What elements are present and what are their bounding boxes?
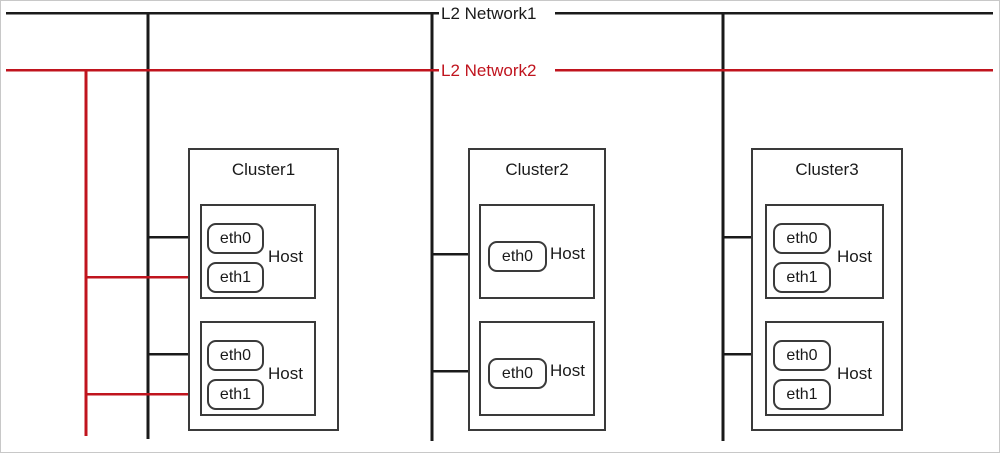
nic-port-cluster2-host2-eth0[interactable]: eth0: [488, 358, 547, 389]
nic-port-cluster3-host2-eth0[interactable]: eth0: [773, 340, 831, 371]
host-box-cluster3-host2[interactable]: Host eth0 eth1: [765, 321, 884, 416]
nic-port-cluster1-host2-eth0[interactable]: eth0: [207, 340, 264, 371]
nic-port-cluster3-host2-eth1[interactable]: eth1: [773, 379, 831, 410]
nic-port-cluster1-host2-eth1[interactable]: eth1: [207, 379, 264, 410]
nic-port-cluster1-host1-eth0[interactable]: eth0: [207, 223, 264, 254]
nic-port-cluster3-host1-eth0[interactable]: eth0: [773, 223, 831, 254]
network-label-backdrop-net2: [439, 61, 555, 79]
host-label-cluster3-host1: Host: [837, 247, 872, 266]
nic-port-cluster2-host1-eth0[interactable]: eth0: [488, 241, 547, 272]
network-label-backdrop-net1: [439, 4, 555, 22]
nic-port-cluster1-host1-eth1[interactable]: eth1: [207, 262, 264, 293]
cluster-title-cluster1: Cluster1: [231, 160, 296, 179]
host-label-cluster3-host2: Host: [837, 364, 872, 383]
host-label-cluster2-host1: Host: [550, 244, 585, 263]
network-label-net2: L2 Network2: [441, 61, 537, 80]
cluster-title-cluster3: Cluster3: [795, 160, 859, 179]
host-label-cluster1-host1: Host: [268, 247, 303, 266]
cluster-title-cluster2: Cluster2: [505, 160, 569, 179]
trunk-lines: [84, 13, 725, 441]
host-label-cluster2-host2: Host: [550, 361, 585, 380]
host-label-cluster1-host2: Host: [268, 364, 303, 383]
host-box-cluster3-host1[interactable]: Host eth0 eth1: [765, 204, 884, 299]
network-label-net1: L2 Network1: [441, 4, 537, 23]
nic-port-cluster3-host1-eth1[interactable]: eth1: [773, 262, 831, 293]
